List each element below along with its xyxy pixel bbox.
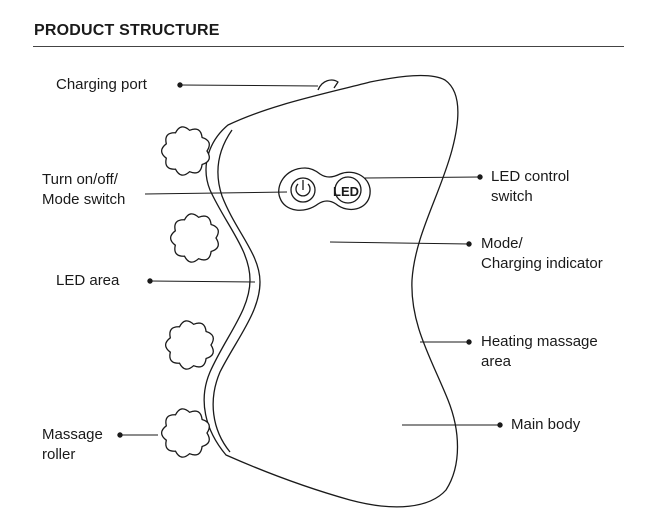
led-area-strip [212, 129, 261, 453]
label-heating-area: Heating massage area [481, 332, 598, 372]
label-main-body: Main body [511, 416, 581, 433]
label-led-area: LED area [56, 272, 120, 289]
label-mode-indicator: Mode/ Charging indicator [481, 234, 603, 274]
label-led-control: LED control switch [491, 167, 569, 207]
title-divider [33, 46, 624, 47]
led-button-text: LED [333, 184, 359, 199]
page-title: PRODUCT STRUCTURE [34, 22, 220, 39]
label-heating-area-line1: Heating massage [481, 333, 598, 350]
massage-roller-4 [160, 408, 210, 458]
label-charging-port: Charging port [56, 76, 147, 93]
label-mode-indicator-line2: Charging indicator [481, 255, 603, 272]
charging-port-shape [317, 79, 339, 91]
power-icon-ring [290, 177, 316, 203]
label-power-switch-line1: Turn on/off/ [42, 171, 118, 188]
label-massage-roller: Massage roller [42, 425, 103, 465]
massage-roller-1 [160, 126, 210, 176]
label-power-switch-line2: Mode switch [42, 191, 126, 208]
led-button-ring [334, 176, 362, 204]
label-heating-area-line2: area [481, 353, 512, 370]
massage-roller-2 [169, 213, 219, 263]
label-massage-roller-line1: Massage [42, 426, 103, 443]
label-led-control-line1: LED control [491, 168, 570, 185]
label-power-switch: Turn on/off/ Mode switch [42, 170, 125, 210]
label-massage-roller-line2: roller [42, 446, 76, 463]
button-pill [278, 167, 371, 211]
main-body-outline [203, 74, 459, 508]
massage-roller-3 [164, 320, 214, 370]
power-icon [295, 180, 311, 197]
label-led-control-line2: switch [491, 188, 533, 205]
label-mode-indicator-line1: Mode/ [481, 235, 523, 252]
